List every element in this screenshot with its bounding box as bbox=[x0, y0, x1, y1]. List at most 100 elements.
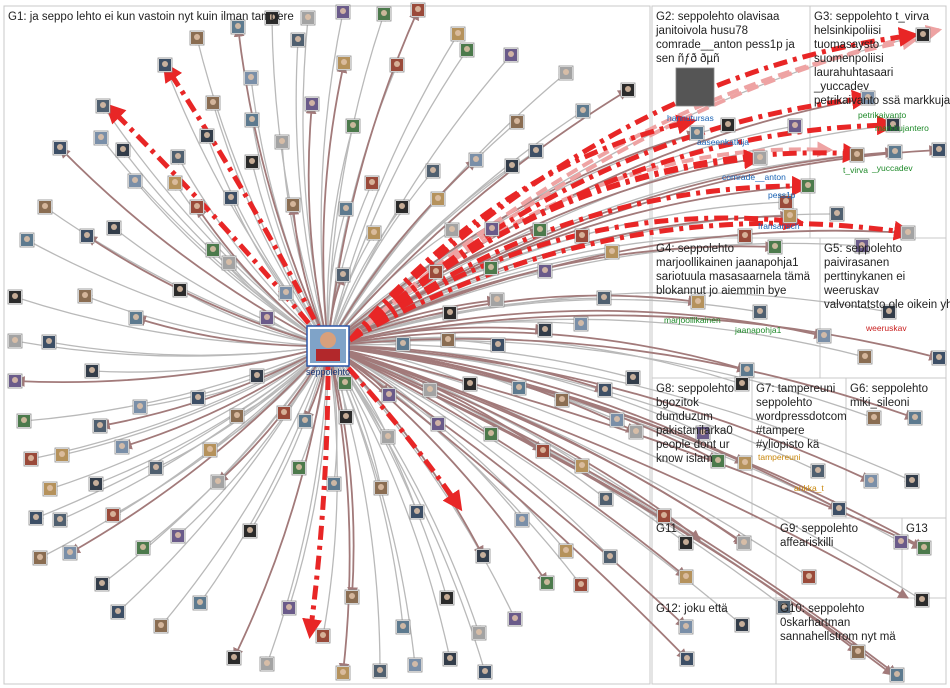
user-node[interactable] bbox=[656, 508, 672, 524]
user-node[interactable] bbox=[462, 376, 478, 392]
user-node[interactable] bbox=[148, 460, 164, 476]
user-node[interactable] bbox=[881, 304, 897, 320]
user-node[interactable] bbox=[381, 387, 397, 403]
user-node[interactable] bbox=[281, 600, 297, 616]
user-node[interactable] bbox=[297, 413, 313, 429]
user-node[interactable] bbox=[857, 349, 873, 365]
user-node[interactable] bbox=[410, 2, 426, 18]
user-node[interactable] bbox=[28, 510, 44, 526]
user-node[interactable] bbox=[54, 447, 70, 463]
user-node[interactable] bbox=[249, 368, 265, 384]
user-node[interactable] bbox=[373, 480, 389, 496]
user-node[interactable] bbox=[787, 118, 803, 134]
user-node[interactable] bbox=[221, 255, 237, 271]
user-node[interactable] bbox=[573, 316, 589, 332]
user-node[interactable] bbox=[278, 285, 294, 301]
user-node[interactable] bbox=[849, 147, 865, 163]
user-node[interactable] bbox=[509, 114, 525, 130]
user-node[interactable] bbox=[243, 70, 259, 86]
user-node[interactable] bbox=[477, 664, 493, 680]
user-node[interactable] bbox=[106, 220, 122, 236]
user-node[interactable] bbox=[285, 197, 301, 213]
user-node[interactable] bbox=[335, 267, 351, 283]
user-node[interactable] bbox=[127, 173, 143, 189]
center-node-seppolehto[interactable]: seppolehto bbox=[306, 325, 350, 377]
user-node[interactable] bbox=[94, 576, 110, 592]
user-node[interactable] bbox=[490, 337, 506, 353]
user-node[interactable] bbox=[189, 30, 205, 46]
user-node[interactable] bbox=[336, 55, 352, 71]
user-node[interactable] bbox=[483, 260, 499, 276]
user-node[interactable] bbox=[575, 103, 591, 119]
user-node[interactable] bbox=[915, 27, 931, 43]
avatar-hannutursas[interactable] bbox=[675, 67, 715, 107]
user-node[interactable] bbox=[199, 128, 215, 144]
user-node[interactable] bbox=[16, 413, 32, 429]
user-node[interactable] bbox=[537, 322, 553, 338]
user-node[interactable] bbox=[931, 142, 947, 158]
user-node[interactable] bbox=[602, 549, 618, 565]
user-node[interactable] bbox=[244, 154, 260, 170]
user-node[interactable] bbox=[153, 618, 169, 634]
user-node[interactable] bbox=[345, 118, 361, 134]
user-node[interactable] bbox=[276, 405, 292, 421]
user-node[interactable] bbox=[885, 117, 901, 133]
user-node[interactable] bbox=[422, 382, 438, 398]
user-node[interactable] bbox=[678, 535, 694, 551]
user-node[interactable] bbox=[77, 288, 93, 304]
user-node[interactable] bbox=[690, 294, 706, 310]
user-node[interactable] bbox=[554, 392, 570, 408]
user-node[interactable] bbox=[205, 242, 221, 258]
user-node[interactable] bbox=[344, 589, 360, 605]
user-node[interactable] bbox=[710, 453, 726, 469]
user-node[interactable] bbox=[535, 443, 551, 459]
user-node[interactable] bbox=[115, 142, 131, 158]
user-node[interactable] bbox=[88, 476, 104, 492]
user-node[interactable] bbox=[863, 473, 879, 489]
user-node[interactable] bbox=[315, 628, 331, 644]
user-node[interactable] bbox=[776, 599, 792, 615]
user-node[interactable] bbox=[810, 463, 826, 479]
user-node[interactable] bbox=[736, 535, 752, 551]
user-node[interactable] bbox=[170, 149, 186, 165]
user-node[interactable] bbox=[326, 476, 342, 492]
user-node[interactable] bbox=[157, 57, 173, 73]
user-node[interactable] bbox=[739, 362, 755, 378]
user-node[interactable] bbox=[528, 143, 544, 159]
user-node[interactable] bbox=[290, 32, 306, 48]
user-node[interactable] bbox=[444, 222, 460, 238]
user-node[interactable] bbox=[380, 429, 396, 445]
user-node[interactable] bbox=[737, 455, 753, 471]
user-node[interactable] bbox=[210, 474, 226, 490]
user-node[interactable] bbox=[7, 333, 23, 349]
user-node[interactable] bbox=[574, 228, 590, 244]
user-node[interactable] bbox=[93, 130, 109, 146]
user-node[interactable] bbox=[114, 439, 130, 455]
user-node[interactable] bbox=[752, 304, 768, 320]
user-node[interactable] bbox=[128, 310, 144, 326]
user-node[interactable] bbox=[483, 426, 499, 442]
user-node[interactable] bbox=[558, 543, 574, 559]
user-node[interactable] bbox=[274, 134, 290, 150]
user-node[interactable] bbox=[259, 310, 275, 326]
user-node[interactable] bbox=[300, 10, 316, 26]
user-node[interactable] bbox=[37, 199, 53, 215]
user-node[interactable] bbox=[695, 425, 711, 441]
user-node[interactable] bbox=[170, 528, 186, 544]
user-node[interactable] bbox=[52, 140, 68, 156]
user-node[interactable] bbox=[831, 501, 847, 517]
user-node[interactable] bbox=[752, 150, 768, 166]
user-node[interactable] bbox=[202, 442, 218, 458]
user-node[interactable] bbox=[338, 201, 354, 217]
user-node[interactable] bbox=[558, 65, 574, 81]
user-node[interactable] bbox=[537, 263, 553, 279]
user-node[interactable] bbox=[132, 399, 148, 415]
user-node[interactable] bbox=[489, 292, 505, 308]
user-node[interactable] bbox=[366, 225, 382, 241]
user-node[interactable] bbox=[110, 604, 126, 620]
user-node[interactable] bbox=[442, 305, 458, 321]
user-node[interactable] bbox=[628, 424, 644, 440]
user-node[interactable] bbox=[42, 481, 58, 497]
user-node[interactable] bbox=[679, 651, 695, 667]
user-node[interactable] bbox=[514, 512, 530, 528]
